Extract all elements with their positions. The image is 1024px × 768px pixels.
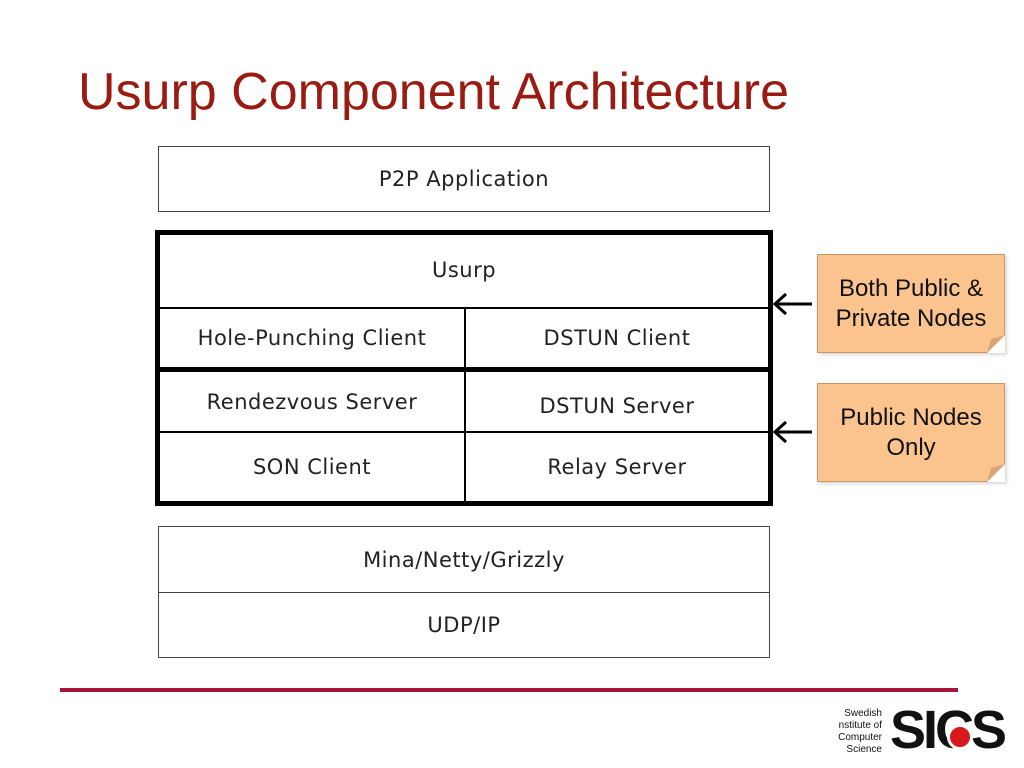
callout-public-nodes-text: Public Nodes Only: [840, 403, 982, 461]
p2p-application-box: P2P Application: [158, 146, 770, 212]
logo-caption-line: Computer: [838, 732, 882, 743]
dstun-server-label: DSTUN Server: [539, 393, 695, 418]
logo-caption-line: Swedish: [844, 708, 882, 719]
left-arrow-icon: [772, 292, 812, 316]
callout-both-nodes-text: Both Public & Private Nodes: [835, 274, 987, 332]
divider: [159, 592, 769, 593]
page-fold-icon: [987, 464, 1005, 482]
left-arrow-icon: [772, 420, 812, 444]
slide-title: Usurp Component Architecture: [78, 63, 790, 121]
network-label: UDP/IP: [427, 613, 501, 637]
logo-caption: Swedish nstitute of Computer Science: [820, 708, 882, 756]
sics-wordmark: SICS: [890, 700, 1007, 760]
usurp-block: Usurp Hole-Punching Client DSTUN Client …: [155, 230, 773, 506]
callout-both-nodes: Both Public & Private Nodes: [817, 254, 1005, 353]
sics-logo: SICS: [890, 700, 1012, 760]
rendezvous-server-label: Rendezvous Server: [206, 389, 418, 414]
logo-dot-icon: [947, 724, 973, 750]
relay-server-label: Relay Server: [547, 455, 687, 479]
hole-punching-client-label: Hole-Punching Client: [197, 326, 427, 350]
usurp-label: Usurp: [431, 257, 497, 282]
dstun-client-label: DSTUN Client: [543, 326, 691, 350]
logo-caption-line: Science: [846, 744, 882, 755]
page-fold-icon: [987, 335, 1005, 353]
callout-public-nodes: Public Nodes Only: [817, 383, 1005, 482]
p2p-application-label: P2P Application: [378, 167, 550, 191]
footer-divider: [60, 688, 958, 692]
transport-stack-box: Mina/Netty/Grizzly UDP/IP: [158, 526, 770, 658]
transport-label: Mina/Netty/Grizzly: [363, 547, 565, 572]
divider: [464, 307, 466, 501]
logo-caption-line: nstitute of: [838, 720, 882, 731]
son-client-label: SON Client: [252, 455, 372, 479]
